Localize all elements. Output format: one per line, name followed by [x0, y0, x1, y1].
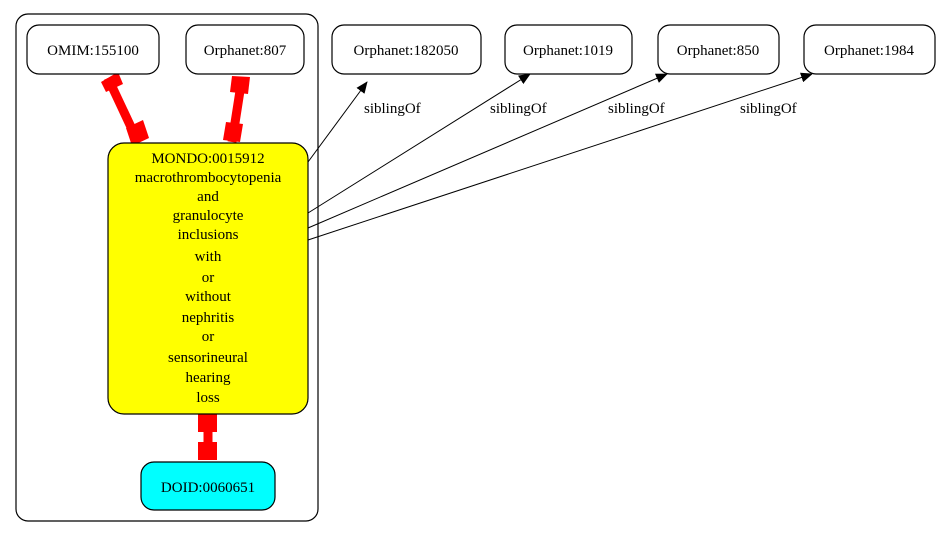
node-orphanet-850[interactable]: Orphanet:850: [657, 24, 780, 75]
node-orphanet-1019[interactable]: Orphanet:1019: [504, 24, 633, 75]
sibling-edge-1019: siblingOf: [307, 73, 547, 214]
node-label: DOID:0060651: [161, 480, 255, 496]
mondo-line-7: without: [185, 289, 232, 305]
edge-label-siblingof-1: siblingOf: [364, 101, 421, 117]
equivalence-edge-orphanet807-mondo: [223, 76, 250, 143]
mondo-line-2: and: [197, 189, 219, 205]
mondo-line-1: macrothrombocytopenia: [135, 170, 282, 186]
edge-label-siblingof-4: siblingOf: [740, 101, 797, 117]
mondo-line-8: nephritis: [182, 310, 235, 326]
node-orphanet-182050[interactable]: Orphanet:182050: [331, 24, 482, 75]
node-label: OMIM:155100: [47, 43, 139, 59]
node-label: Orphanet:850: [677, 43, 759, 59]
mondo-line-6: or: [202, 270, 215, 286]
node-orphanet-1984[interactable]: Orphanet:1984: [803, 24, 936, 75]
mondo-line-12: loss: [196, 390, 220, 406]
node-doid-0060651[interactable]: DOID:0060651: [140, 461, 276, 511]
sibling-edge-1984: siblingOf: [307, 72, 813, 241]
equivalence-edge-omim-mondo: [101, 72, 149, 146]
node-label: Orphanet:1019: [523, 43, 613, 59]
mondo-line-0: MONDO:0015912: [151, 151, 264, 167]
edge-label-siblingof-3: siblingOf: [608, 101, 665, 117]
clique-cluster-box: [15, 13, 319, 522]
sibling-edge-182050: siblingOf: [307, 81, 421, 163]
node-mondo-0015912[interactable]: MONDO:0015912 macrothrombocytopenia and …: [107, 142, 309, 415]
mondo-line-3: granulocyte: [173, 208, 244, 224]
mondo-line-11: hearing: [186, 370, 231, 386]
node-omim-155100[interactable]: OMIM:155100: [26, 24, 160, 75]
mondo-line-5: with: [195, 249, 222, 265]
node-label: Orphanet:182050: [354, 43, 459, 59]
mondo-line-4: inclusions: [178, 227, 239, 243]
node-label: Orphanet:1984: [824, 43, 914, 59]
edge-label-siblingof-2: siblingOf: [490, 101, 547, 117]
node-label: Orphanet:807: [204, 43, 287, 59]
sibling-edge-850: siblingOf: [307, 73, 668, 229]
mondo-line-10: sensorineural: [168, 350, 248, 366]
equivalence-edge-mondo-doid: [198, 414, 217, 460]
node-orphanet-807[interactable]: Orphanet:807: [185, 24, 305, 75]
mondo-line-9: or: [202, 329, 215, 345]
